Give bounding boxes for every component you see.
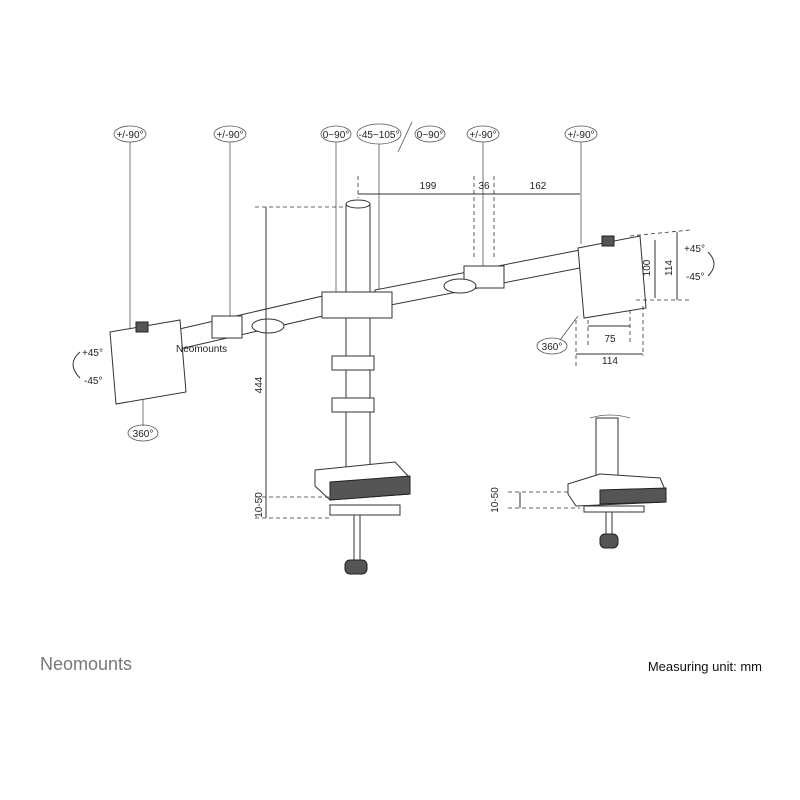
svg-text:Neomounts: Neomounts xyxy=(176,344,227,355)
svg-text:+45°: +45° xyxy=(82,348,103,359)
svg-text:-45°: -45° xyxy=(84,376,102,387)
callout-pole-right: 0~90° xyxy=(414,125,446,143)
svg-text:162: 162 xyxy=(530,181,547,192)
svg-text:444: 444 xyxy=(254,376,265,393)
grommet-mount-inset: 10-50 xyxy=(490,414,667,549)
brand-logo: Neomounts xyxy=(40,654,133,674)
svg-text:+/-90°: +/-90° xyxy=(567,130,594,141)
svg-text:360°: 360° xyxy=(133,429,154,440)
callout-right-arm-end: +/-90° xyxy=(564,125,598,244)
svg-text:75: 75 xyxy=(604,334,616,345)
svg-text:199: 199 xyxy=(420,181,437,192)
svg-text:114: 114 xyxy=(664,260,675,276)
svg-text:10-50: 10-50 xyxy=(490,487,501,513)
svg-text:+/-90°: +/-90° xyxy=(469,130,496,141)
svg-text:114: 114 xyxy=(602,356,618,367)
svg-text:0~90°: 0~90° xyxy=(417,130,444,141)
callout-pole-tilt: -45~105° xyxy=(356,123,402,300)
svg-text:-45~105°: -45~105° xyxy=(359,130,400,141)
arms xyxy=(174,249,581,351)
left-vesa-plate: Neomounts +45° -45° 360° xyxy=(72,319,227,442)
svg-text:36: 36 xyxy=(478,181,490,192)
callout-right-arm-mid: +/-90° xyxy=(466,125,500,272)
svg-text:10-50: 10-50 xyxy=(254,492,265,518)
rotation-callouts: +/-90° +/-90° 0~90° -45~105° 0~90° +/-90… xyxy=(113,121,598,330)
svg-text:+45°: +45° xyxy=(684,244,705,255)
svg-text:+/-90°: +/-90° xyxy=(216,130,243,141)
svg-text:360°: 360° xyxy=(542,342,563,353)
svg-text:+/-90°: +/-90° xyxy=(116,130,143,141)
right-vesa-plate: 100 114 +45° -45° 75 114 360° xyxy=(536,229,715,367)
height-dimensions: 444 10-50 xyxy=(254,206,346,519)
svg-text:0~90°: 0~90° xyxy=(323,130,350,141)
arm-length-dimensions: 199 36 162 xyxy=(357,176,580,260)
callout-left-arm-mid: +/-90° xyxy=(213,125,247,318)
measuring-unit-note: Measuring unit: mm xyxy=(647,659,762,674)
callout-pole-left: 0~90° xyxy=(320,125,352,300)
svg-text:100: 100 xyxy=(642,259,653,276)
desk-clamp xyxy=(314,461,411,575)
svg-text:-45°: -45° xyxy=(686,272,704,283)
pole xyxy=(331,199,375,475)
callout-left-arm-end: +/-90° xyxy=(113,125,147,330)
